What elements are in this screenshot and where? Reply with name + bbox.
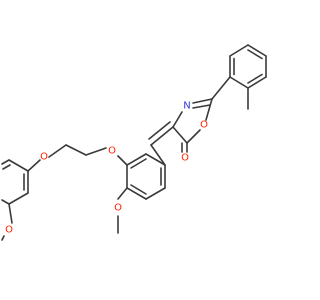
left-methoxy-oxygen-label: O xyxy=(5,225,13,236)
bond-aryl-oxazolone xyxy=(211,76,231,100)
double-bond-inner xyxy=(130,158,147,169)
bond xyxy=(186,129,201,144)
ring-oxygen-label: O xyxy=(200,120,208,131)
structure-drawing: N O O O O O O xyxy=(1,44,267,241)
bond xyxy=(126,187,147,200)
bond xyxy=(1,159,10,165)
bond xyxy=(247,44,267,57)
bond xyxy=(172,126,188,144)
methyl-bond-left xyxy=(1,235,5,241)
double-bond-inner xyxy=(247,49,263,60)
double-bond xyxy=(192,104,211,109)
double-bond-inner xyxy=(247,73,263,84)
carbonyl-oxygen-label: O xyxy=(181,153,189,164)
chain-bond xyxy=(85,147,107,156)
left-benzene-ring xyxy=(1,159,29,205)
bond xyxy=(126,153,147,166)
bond xyxy=(229,76,249,89)
atom-labels: N O O O O O O xyxy=(5,101,208,236)
bond xyxy=(145,153,166,166)
bond xyxy=(192,98,213,104)
bond xyxy=(247,76,267,89)
methoxy-bond xyxy=(117,187,128,200)
ether-oxygen-label: O xyxy=(108,146,116,157)
bond xyxy=(8,192,29,205)
oxazolone-ring xyxy=(172,98,213,153)
bond xyxy=(205,98,213,121)
aryl-ether-oxygen-label: O xyxy=(40,152,48,163)
tolyl-ring xyxy=(229,44,267,110)
ether-bond xyxy=(117,155,128,166)
ether-bond-left xyxy=(27,159,41,172)
bond-vinyl-aryl xyxy=(150,144,166,166)
bond xyxy=(1,199,10,205)
chain-bond xyxy=(48,144,67,158)
exocyclic-double-bond xyxy=(150,126,174,146)
methoxy-oxygen-label: O xyxy=(114,203,122,214)
double-bond-inner xyxy=(2,164,11,170)
bond xyxy=(8,159,29,172)
molecule-canvas: N O O O O O O xyxy=(1,44,267,241)
chain-bond xyxy=(65,144,87,156)
exocyclic-double-bond-second xyxy=(148,121,171,140)
methoxy-bond-left xyxy=(8,203,13,224)
nitrogen-label: N xyxy=(183,101,190,112)
bond xyxy=(145,187,166,200)
double-bond-inner xyxy=(130,184,147,195)
central-benzene-ring xyxy=(126,153,166,200)
bond xyxy=(229,44,249,57)
bond xyxy=(172,111,183,128)
